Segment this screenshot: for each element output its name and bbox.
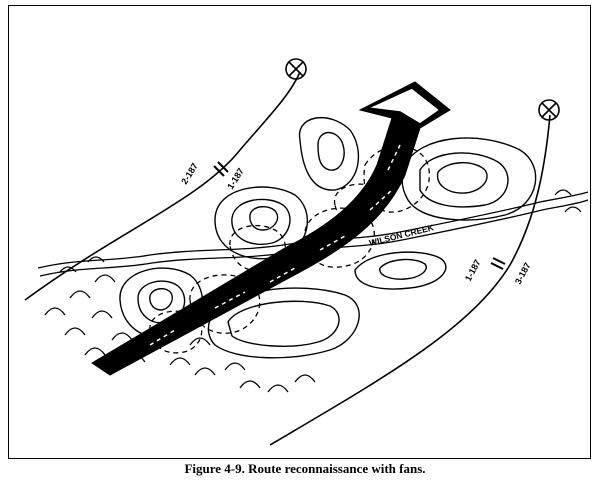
left-boundary-marks (213, 161, 229, 177)
vegetation-scallops (59, 256, 105, 273)
right-boundary-upper-unit: 1-187 (463, 258, 483, 283)
right-boundary-marks (490, 257, 506, 270)
route-recon-map: WILSON CREEK 2-187 1-187 1-187 3-187 (24, 58, 589, 446)
checkpoint-circle-x-icon (285, 58, 307, 80)
checkpoint-circle-x-icon (538, 99, 560, 121)
figure-caption: Figure 4-9. Route reconnaissance with fa… (184, 461, 426, 476)
left-boundary-lower-unit: 1-187 (225, 166, 246, 191)
vegetation-scallops (554, 189, 582, 213)
right-boundary-line (269, 114, 551, 446)
right-boundary-lower-unit: 3-187 (513, 261, 533, 286)
route-arrow (91, 81, 451, 376)
figure-frame (8, 5, 591, 459)
left-boundary-upper-unit: 2-187 (179, 161, 200, 186)
